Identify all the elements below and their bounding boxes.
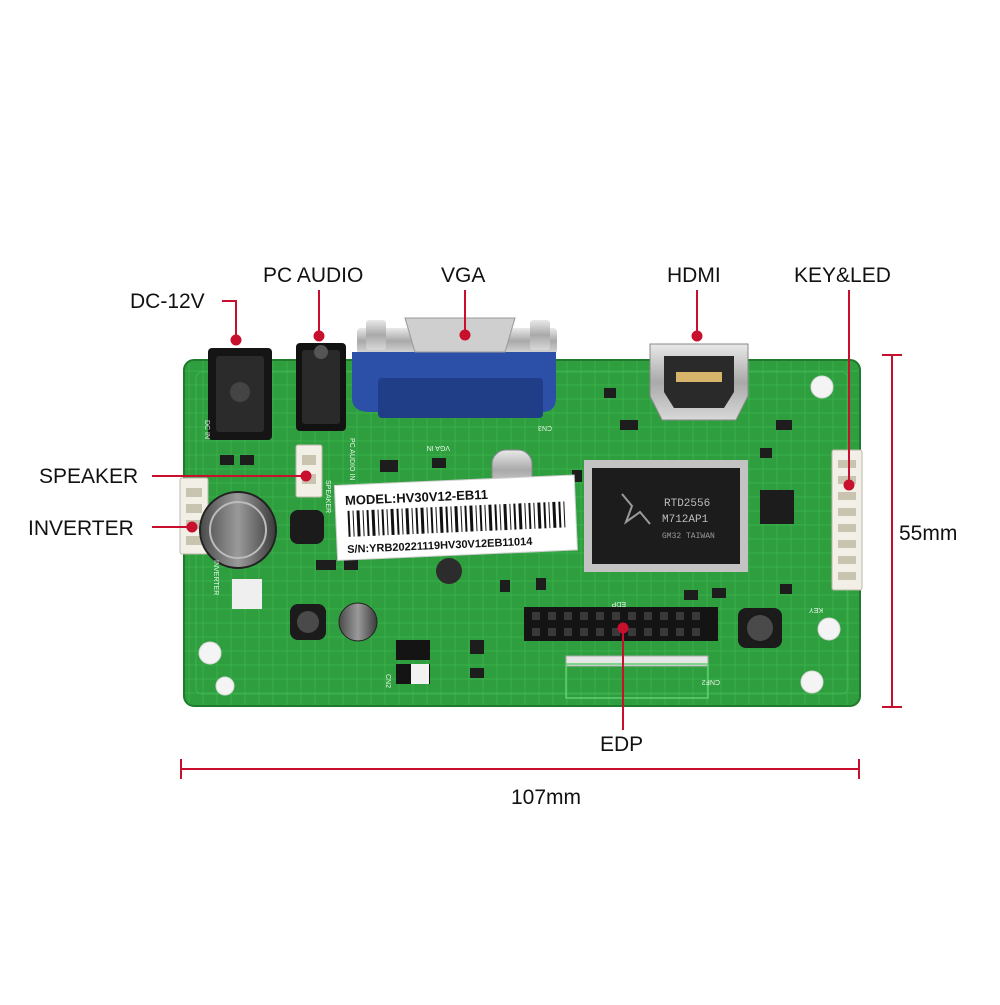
- chip-text-1: RTD2556: [664, 498, 710, 510]
- jumper: [396, 640, 430, 684]
- silk-edp: EDP: [611, 600, 626, 607]
- secondary-chip: [760, 490, 794, 524]
- silk-key: KEY: [809, 606, 823, 613]
- capacitor: [199, 491, 277, 569]
- silk-cnf2: CNF2: [702, 678, 720, 685]
- pc-audio-jack: [296, 343, 346, 431]
- inductors: [290, 510, 782, 648]
- serial-sticker: MODEL:HV30V12-EB11 S/N:YRB20221119HV30V1…: [333, 474, 578, 561]
- label-speaker: SPEAKER: [39, 465, 139, 488]
- label-vga: VGA: [441, 264, 486, 287]
- silk-cn2: CN2: [384, 674, 391, 688]
- white-pad: [232, 579, 262, 609]
- silk-dc-in: DC IN: [203, 420, 210, 439]
- label-hdmi: HDMI: [667, 264, 721, 287]
- edp-header: [524, 607, 718, 699]
- main-chip: RTD2556 M712AP1 GM32 TAIWAN: [584, 460, 748, 572]
- barcode: [347, 501, 566, 537]
- chip-text-2: M712AP1: [662, 514, 709, 526]
- dimension-lines: [180, 354, 902, 779]
- chip-text-3: GM32 TAIWAN: [662, 532, 715, 541]
- dimension-width: 107mm: [511, 786, 582, 809]
- label-key-led: KEY&LED: [794, 264, 891, 287]
- silk-cn3: CN3: [538, 424, 552, 431]
- label-dc-12v: DC-12V: [130, 290, 205, 313]
- label-edp: EDP: [600, 733, 644, 756]
- dimension-height: 55mm: [899, 522, 958, 545]
- sticker-model: MODEL:HV30V12-EB11: [345, 487, 489, 508]
- speaker-connector: [295, 444, 323, 498]
- silk-inverter: INVERTER: [212, 560, 219, 595]
- hdmi-connector: [649, 343, 749, 421]
- silk-vga-in: VGA IN: [427, 444, 450, 451]
- label-pc-audio: PC AUDIO: [263, 264, 364, 287]
- callout-lines: [152, 290, 855, 730]
- smd-components: [220, 388, 792, 678]
- dc-jack: [208, 348, 272, 440]
- silk-pc-audio: PC AUDIO IN: [348, 438, 355, 480]
- vga-connector: [352, 317, 557, 418]
- silk-speaker: SPEAKER: [324, 480, 331, 513]
- mounting-holes: [198, 375, 841, 696]
- key-led-connector: [831, 449, 863, 591]
- label-inverter: INVERTER: [28, 517, 134, 540]
